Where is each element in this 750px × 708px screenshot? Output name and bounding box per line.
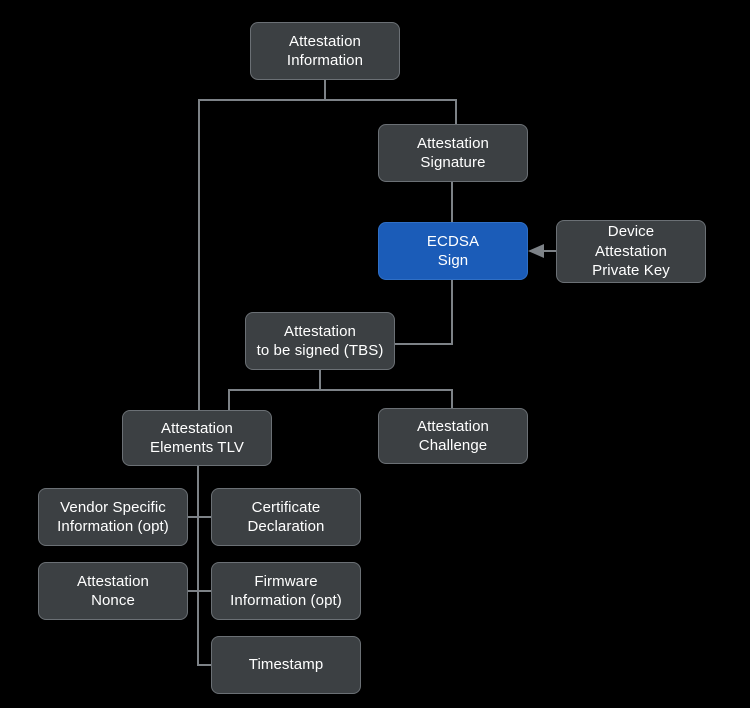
node-firmware-information[interactable]: Firmware Information (opt) — [211, 562, 361, 620]
node-label-attestation-nonce: Attestation Nonce — [77, 572, 149, 610]
node-label-vendor-specific-information: Vendor Specific Information (opt) — [57, 498, 169, 536]
connector-ecdsa-to-tbs — [394, 279, 453, 345]
node-attestation-to-be-signed[interactable]: Attestation to be signed (TBS) — [245, 312, 395, 370]
node-label-certificate-declaration: Certificate Declaration — [247, 498, 325, 536]
node-device-attestation-private-key[interactable]: Device Attestation Private Key — [556, 220, 706, 283]
node-label-device-attestation-private-key: Device Attestation Private Key — [592, 223, 670, 280]
node-attestation-nonce[interactable]: Attestation Nonce — [38, 562, 188, 620]
node-label-attestation-to-be-signed: Attestation to be signed (TBS) — [256, 322, 384, 360]
node-label-attestation-elements-tlv: Attestation Elements TLV — [149, 419, 245, 457]
node-certificate-declaration[interactable]: Certificate Declaration — [211, 488, 361, 546]
node-vendor-specific-information[interactable]: Vendor Specific Information (opt) — [38, 488, 188, 546]
node-label-attestation-signature: Attestation Signature — [417, 134, 489, 172]
node-label-attestation-information: Attestation Information — [286, 32, 364, 70]
node-label-timestamp: Timestamp — [248, 656, 324, 674]
node-attestation-information[interactable]: Attestation Information — [250, 22, 400, 80]
node-label-firmware-information: Firmware Information (opt) — [230, 572, 342, 610]
node-timestamp[interactable]: Timestamp — [211, 636, 361, 694]
node-attestation-challenge[interactable]: Attestation Challenge — [378, 408, 528, 464]
node-attestation-elements-tlv[interactable]: Attestation Elements TLV — [122, 410, 272, 466]
arrowhead-arrow-into-ecdsa — [528, 244, 544, 258]
node-ecdsa-sign[interactable]: ECDSA Sign — [378, 222, 528, 280]
node-label-attestation-challenge: Attestation Challenge — [417, 417, 489, 455]
node-label-ecdsa-sign: ECDSA Sign — [426, 232, 480, 270]
node-attestation-signature[interactable]: Attestation Signature — [378, 124, 528, 182]
